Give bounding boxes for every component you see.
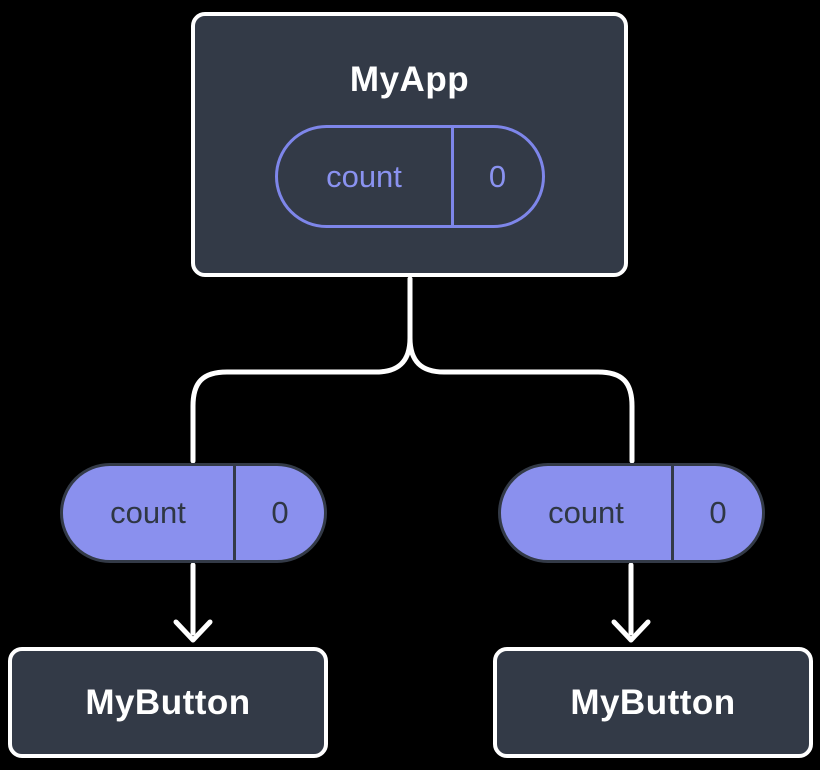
prop-pill-right-value: 0 bbox=[709, 495, 727, 530]
state-pill-label: count bbox=[278, 128, 454, 225]
connector-branch-right bbox=[407, 276, 635, 464]
node-mybutton-right: MyButton bbox=[493, 647, 813, 758]
node-mybutton-right-title: MyButton bbox=[570, 682, 736, 722]
prop-pill-left: count 0 bbox=[60, 463, 327, 563]
node-mybutton-left-title: MyButton bbox=[85, 682, 251, 722]
arrow-down-icon bbox=[173, 562, 213, 643]
state-pill-value: 0 bbox=[488, 158, 507, 194]
node-mybutton-left: MyButton bbox=[8, 647, 328, 758]
prop-pill-left-value: 0 bbox=[271, 495, 289, 530]
state-pill: count 0 bbox=[274, 125, 545, 228]
arrow-down-icon bbox=[611, 562, 651, 643]
prop-pill-right-label: count bbox=[501, 466, 674, 560]
node-myapp: MyApp count 0 bbox=[191, 12, 628, 277]
prop-pill-right: count 0 bbox=[498, 463, 765, 563]
node-myapp-title: MyApp bbox=[349, 60, 470, 99]
prop-pill-left-label: count bbox=[63, 466, 236, 560]
connector-branch-left bbox=[190, 276, 413, 464]
